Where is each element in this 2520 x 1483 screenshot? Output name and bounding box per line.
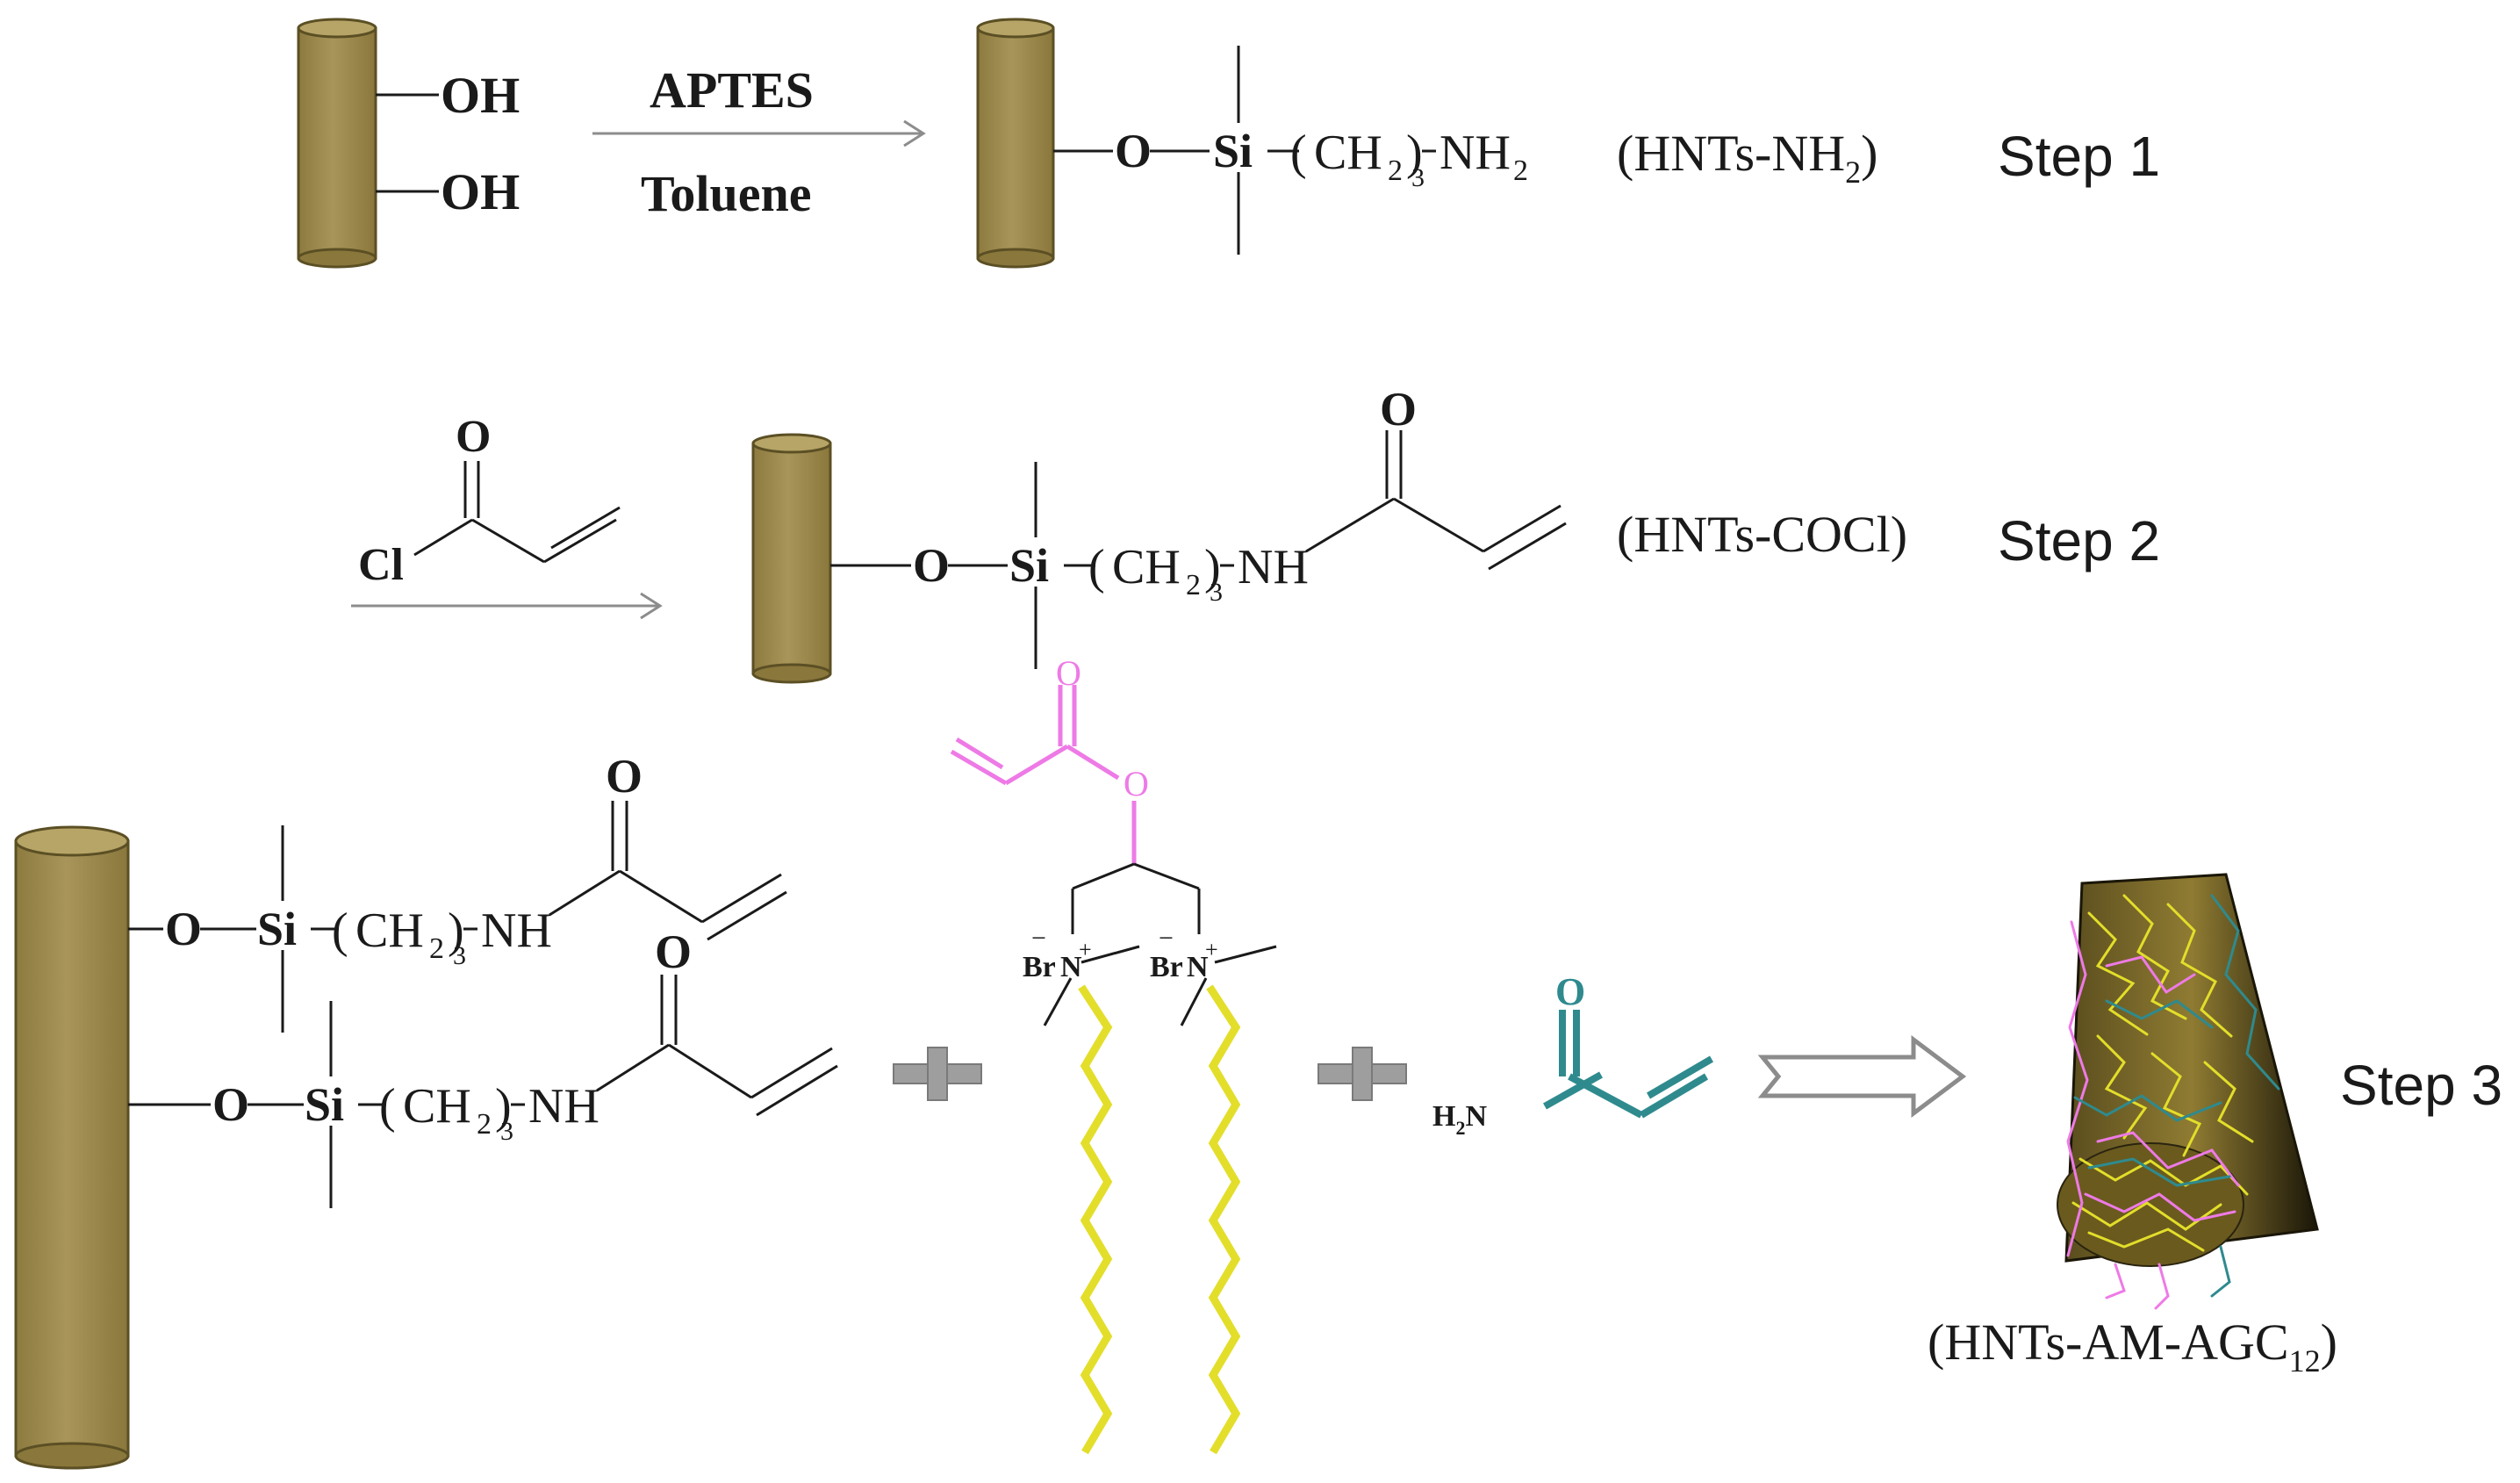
reaction-arrow-icon [351, 592, 663, 620]
nanotube-icon [751, 433, 832, 684]
chain-open-paren: ( [1088, 540, 1105, 594]
chain-index: 3 [500, 1117, 513, 1146]
amide-oxygen: O [606, 750, 643, 803]
spacer-bonds [1043, 862, 1277, 1026]
hydroxyl-bottom: OH [441, 163, 520, 220]
chain-close-paren: ) [1204, 540, 1221, 594]
polymer-coated-nanotube-icon [2057, 873, 2319, 1310]
acrylamide-amine: H2N [1432, 1100, 1487, 1139]
product-label-hnts-cocl: (HNTs-COCl) [1617, 506, 1907, 563]
product-label-hnts-nh2: (HNTs-NH2) [1617, 125, 1877, 190]
product-label-hnts-am-agc12: (HNTs-AM-AGC12) [1928, 1314, 2337, 1379]
reagent-label: APTES [650, 61, 814, 119]
acrylate-head [950, 685, 1137, 864]
chain-open-paren: ( [379, 1079, 396, 1134]
oxygen-atom: O [212, 1078, 249, 1131]
nanotube-icon [976, 18, 1055, 269]
step3-group: O Si ( CH 2 ) 3 NH O O [14, 653, 2502, 1470]
chain-index: 3 [1210, 578, 1223, 607]
chain-open-paren: ( [1290, 126, 1307, 180]
carbonyl-oxygen: O [1056, 653, 1081, 693]
nanotube-icon [297, 18, 377, 269]
carbonyl-oxygen: O [456, 412, 491, 462]
ester-oxygen: O [1124, 764, 1149, 803]
chain-open-paren: ( [332, 903, 348, 958]
chain-close-paren: ) [495, 1079, 512, 1134]
amine-subscript: 2 [1513, 155, 1528, 187]
acrylamide-oxygen: O [1555, 970, 1585, 1013]
bromide-right-charge: − [1159, 924, 1174, 953]
chain-subscript: 2 [477, 1108, 492, 1141]
chain-subscript: 2 [1388, 155, 1403, 187]
acrylamide-tail [1305, 430, 1567, 571]
hydroxyl-top: OH [441, 67, 520, 124]
silicon-atom: Si [257, 903, 297, 955]
chain-group: CH [1112, 540, 1181, 594]
oxygen-atom: O [165, 903, 202, 955]
amide-nh: NH [481, 903, 552, 958]
step-label: Step 3 [2340, 1054, 2502, 1117]
nitrogen-left-charge: + [1079, 937, 1092, 962]
chain-subscript: 2 [429, 932, 444, 965]
acryloyl-chloride-structure: O Cl [358, 412, 621, 590]
bromide-left: Br [1023, 951, 1056, 983]
nitrogen-right-charge: + [1205, 937, 1218, 962]
amide-nh: NH [528, 1079, 599, 1134]
chain-group: CH [1314, 126, 1382, 180]
alkyl-tail-right [1206, 984, 1241, 1455]
gemini-surfactant-structure: O O − Br N + − Br N + [950, 653, 1277, 1455]
upper-arm: O Si ( CH 2 ) 3 NH O [128, 750, 787, 1033]
nitrogen-left: N [1060, 951, 1082, 983]
chain-subscript: 2 [1186, 569, 1201, 601]
nitrogen-right: N [1187, 951, 1209, 983]
chain-group: CH [355, 903, 424, 958]
chain-close-paren: ) [1406, 126, 1423, 180]
amide-nh: NH [1238, 540, 1309, 594]
silicon-atom: Si [305, 1078, 344, 1131]
chain-close-paren: ) [448, 903, 464, 958]
chain-group: CH [403, 1079, 471, 1134]
lower-arm: O Si ( CH 2 ) 3 NH O [128, 925, 838, 1208]
step-label: Step 2 [1998, 509, 2160, 572]
silicon-atom: Si [1009, 539, 1049, 592]
oxygen-atom: O [1115, 125, 1152, 177]
solvent-label: Toluene [641, 165, 811, 222]
bromide-right: Br [1150, 951, 1183, 983]
bromide-left-charge: − [1031, 924, 1046, 953]
hollow-reaction-arrow-icon [1757, 1035, 1967, 1118]
amide-oxygen: O [1380, 383, 1417, 436]
chlorine-atom: Cl [358, 540, 404, 590]
plus-sign-icon [1317, 1047, 1407, 1101]
alkyl-tail-left [1078, 984, 1113, 1455]
silicon-atom: Si [1213, 125, 1253, 177]
step1-group: OH OH APTES Toluene O Si ( CH 2 ) 3 NH 2… [297, 18, 2160, 269]
amine-group: NH [1439, 126, 1511, 180]
plus-sign-icon [893, 1047, 982, 1101]
reaction-arrow-icon [592, 119, 926, 148]
product-subscript: 12 [2289, 1343, 2321, 1379]
chain-index: 3 [453, 941, 466, 970]
nanotube-icon [14, 825, 130, 1470]
step2-group: O Cl O Si ( CH 2 ) 3 NH [351, 383, 2160, 684]
acrylamide-structure: O H2N [1432, 970, 1714, 1139]
product-subscript: 2 [1845, 155, 1861, 190]
step-label: Step 1 [1998, 125, 2160, 188]
amide-oxygen: O [655, 925, 692, 978]
chain-index: 3 [1411, 163, 1425, 192]
oxygen-atom: O [913, 539, 950, 592]
